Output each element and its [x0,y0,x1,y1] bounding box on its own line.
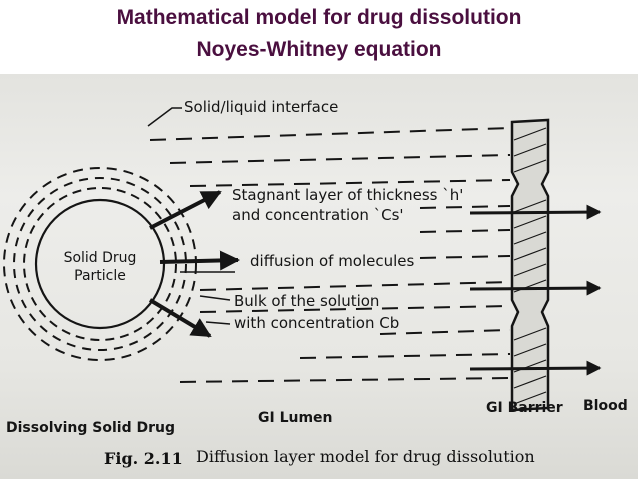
bulk-leader-line-1 [199,295,231,301]
stagnant-layer-ring-outer [3,167,197,361]
blood-label: Blood [583,398,628,414]
gi-lumen-label: GI Lumen [258,410,333,426]
dissolving-solid-drug-label: Dissolving Solid Drug [6,420,175,436]
figure-number: Fig. 2.11 [104,449,183,468]
bulk-solution-label-1: Bulk of the solution [234,292,379,310]
diffusion-arrow-center [159,250,240,271]
figure-caption: Diffusion layer model for drug dissoluti… [196,447,535,466]
gi-barrier-label: GI Barrier [486,400,563,416]
absorption-arrow-top [469,204,602,220]
particle-label-2: Particle [74,268,126,284]
interface-label: Solid/liquid interface [184,98,338,116]
stagnant-layer-label-2: and concentration `Cs' [232,206,404,224]
bulk-solution-dashes [149,127,511,383]
page-title: Mathematical model for drug dissolution [116,6,522,29]
bulk-leader-line-2 [205,321,231,325]
absorption-arrow-bottom [469,360,602,376]
absorption-arrow-middle [469,280,602,296]
interface-leader-line [147,107,182,127]
particle-label-1: Solid Drug [64,250,137,266]
diffusion-label: diffusion of molecules [250,252,415,270]
solid-drug-particle [34,198,166,330]
bulk-solution-label-2: with concentration Cb [234,314,399,332]
stagnant-layer-ring-middle [13,177,187,351]
stagnant-layer-ring-inner [23,187,177,341]
page-subtitle: Noyes-Whitney equation [196,38,442,61]
diffusion-arrow-lower [148,298,212,338]
diffusion-arrow-upper [149,190,222,230]
stagnant-layer-label-1: Stagnant layer of thickness `h' [232,186,463,204]
